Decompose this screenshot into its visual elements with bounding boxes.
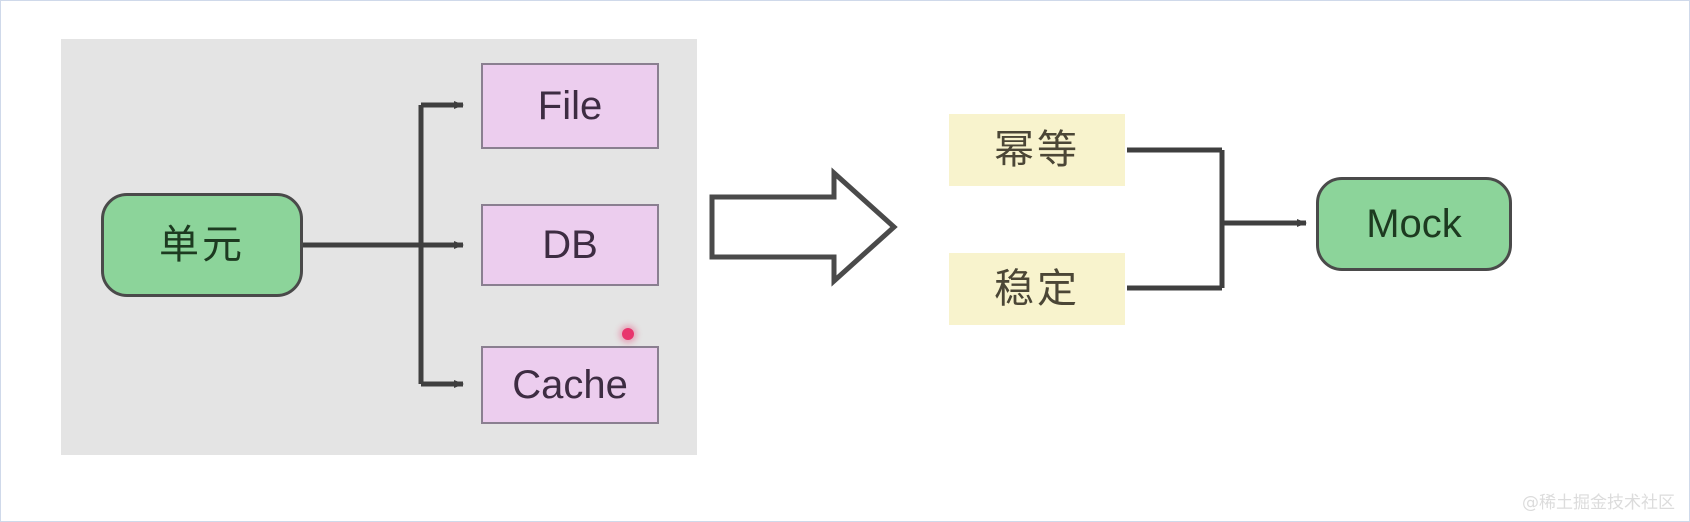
node-cache[interactable]: Cache [481,346,659,424]
node-idempotent[interactable]: 幂等 [949,114,1125,186]
red-dot-marker-icon [622,328,634,340]
node-db[interactable]: DB [481,204,659,286]
node-stable[interactable]: 稳定 [949,253,1125,325]
watermark-text: @稀土掘金技术社区 [1522,493,1675,513]
node-unit[interactable]: 单元 [101,193,303,297]
node-mock[interactable]: Mock [1316,177,1512,271]
node-file[interactable]: File [481,63,659,149]
